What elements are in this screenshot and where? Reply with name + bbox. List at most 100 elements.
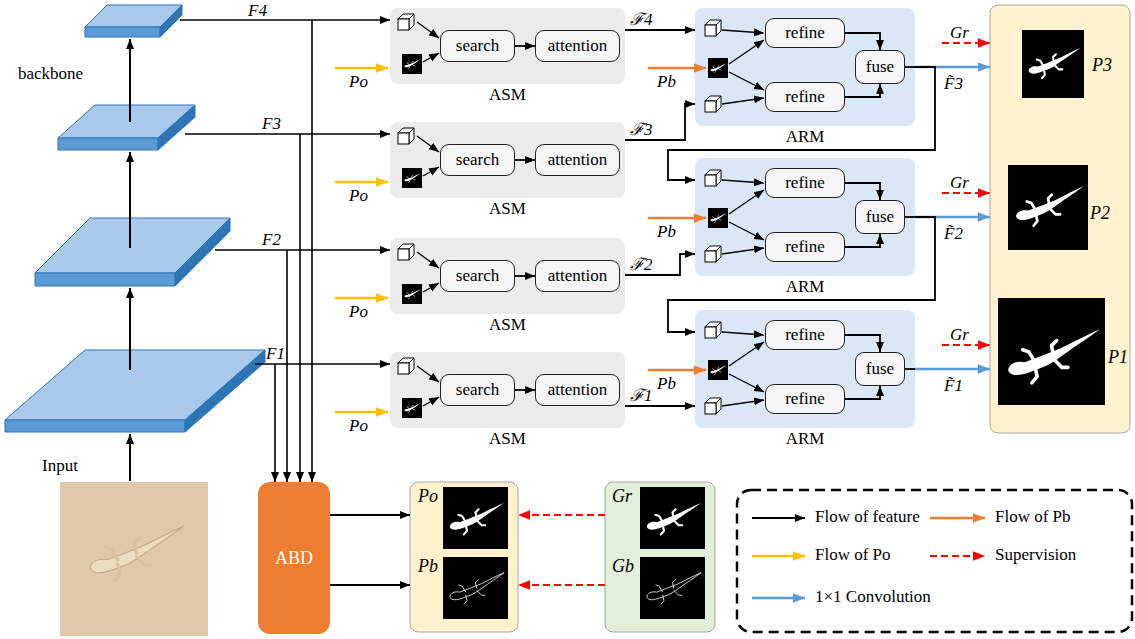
refine-box: refine [765,82,845,112]
legend-text: Flow of feature [815,507,920,527]
symbol-label: Po [349,302,368,322]
refine-box: refine [765,320,845,350]
map-label: P1 [1108,347,1128,368]
box-label: refine [785,237,825,257]
feature-label: ℱ1 [630,386,653,406]
flow-arrow [330,514,410,516]
symbol-label: F1 [266,344,285,364]
search-box: search [440,260,515,292]
refine-box: refine [765,384,845,414]
symbol-label: Gr [950,23,969,43]
box-label: refine [785,87,825,107]
flow-arrow [625,104,695,140]
asm-panel: ASMsearchattention [390,122,625,198]
symbol-label: Pb [657,374,676,394]
box-label: attention [548,36,607,56]
attention-box: attention [535,144,620,176]
flow-arrow [668,217,935,332]
module-name: ASM [390,315,625,335]
flow-arrow [625,254,695,275]
symbol-label: Gr [950,325,969,345]
fuse-box: fuse [855,200,905,234]
box-label: attention [548,380,607,400]
symbol-label: F3 [262,114,281,134]
box-label: attention [548,150,607,170]
box-label: fuse [866,57,894,77]
flow-arrow [625,29,695,31]
module-name: ASM [390,199,625,219]
map-label: Pb [418,556,438,577]
caption-label: Input [42,456,78,476]
flow-arrow [518,584,605,586]
box-label: refine [785,325,825,345]
refine-box: refine [765,18,845,48]
legend-text: 1×1 Convolution [815,587,931,607]
symbol-label: F2 [262,230,281,250]
box-label: fuse [866,207,894,227]
refine-box: refine [765,232,845,262]
module-name: ASM [390,429,625,449]
box-label: search [456,150,499,170]
feature-label: ℱ4 [630,10,653,30]
legend-text: Flow of Po [815,545,891,565]
symbol-label: Po [349,186,368,206]
symbol-label: Pb [657,222,676,242]
module-name: ARM [695,127,915,147]
flow-arrow [518,514,605,516]
box-label: attention [548,266,607,286]
attention-box: attention [535,30,620,62]
symbol-label: Pb [657,72,676,92]
box-label: search [456,36,499,56]
flow-arrow [845,84,880,97]
symbol-label: Gr [950,173,969,193]
flow-arrow [845,183,880,200]
map-label: Gb [612,556,634,577]
fuse-box: fuse [855,352,905,386]
arm-panel: ARMrefinerefinefuse [695,158,915,276]
search-box: search [440,144,515,176]
flow-arrow [515,275,535,277]
box-label: refine [785,173,825,193]
legend-text: Supervision [995,545,1076,565]
flow-arrow [515,45,535,47]
module-name: ASM [390,85,625,105]
arm-panel: ARMrefinerefinefuse [695,8,915,126]
flow-arrow [845,335,880,352]
box-label: search [456,380,499,400]
map-label: Po [418,486,438,507]
box-label: refine [785,389,825,409]
flow-arrow [330,584,410,586]
abd-box: ABD [258,482,330,634]
ground-truth-panel: GrGb [605,482,715,632]
attention-box: attention [535,374,620,406]
feature-label: ℱ3 [630,120,653,140]
flow-arrow [625,405,695,407]
box-label: refine [785,23,825,43]
flow-arrow [915,368,990,371]
symbol-label: Po [349,416,368,436]
caption-label: backbone [18,64,83,84]
feature-label: ℱ2 [630,255,653,275]
arm-panel: ARMrefinerefinefuse [695,310,915,428]
prediction-panel: P3P2P1 [990,5,1130,433]
flow-arrow [515,389,535,391]
box-label: search [456,266,499,286]
fuse-box: fuse [855,50,905,84]
search-box: search [440,30,515,62]
box-label: ABD [275,548,313,569]
module-name: ARM [695,277,915,297]
search-box: search [440,374,515,406]
box-label: fuse [866,359,894,379]
flow-arrow [515,159,535,161]
map-label: P3 [1092,55,1112,76]
map-label: P2 [1090,203,1110,224]
flow-arrow [845,33,880,50]
flow-arrow [845,234,880,247]
map-label: Gr [612,486,632,507]
symbol-label: F4 [248,1,267,21]
asm-panel: ASMsearchattention [390,238,625,314]
attention-box: attention [535,260,620,292]
feature-label: F̃2 [944,224,963,244]
